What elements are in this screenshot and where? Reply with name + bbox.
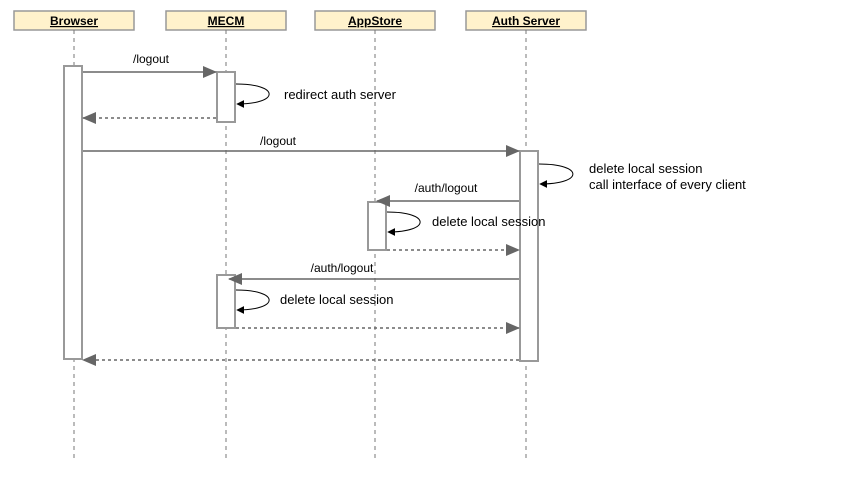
note-redirect-auth-server: redirect auth server bbox=[284, 87, 397, 102]
self-arrow-appstore-delete bbox=[386, 211, 421, 236]
message-label-auth-logout-mecm: /auth/logout bbox=[311, 261, 374, 275]
participant-label-auth-server: Auth Server bbox=[492, 14, 560, 28]
self-arrow-mecm-redirect bbox=[235, 83, 270, 108]
self-arrow-mecm-delete bbox=[235, 289, 270, 314]
participant-label-appstore: AppStore bbox=[348, 14, 402, 28]
participant-appstore: AppStore bbox=[314, 10, 436, 31]
self-arrow-auth-delete bbox=[538, 163, 574, 188]
activation-appstore bbox=[367, 201, 387, 251]
activation-mecm-1 bbox=[216, 71, 236, 123]
note-mecm-delete-local-session: delete local session bbox=[280, 292, 393, 307]
participant-auth-server: Auth Server bbox=[465, 10, 587, 31]
message-label-logout-1: /logout bbox=[133, 52, 170, 66]
message-label-auth-logout-appstore: /auth/logout bbox=[415, 181, 478, 195]
participant-label-browser: Browser bbox=[50, 14, 98, 28]
participant-browser: Browser bbox=[13, 10, 135, 31]
note-auth-call-interface: call interface of every client bbox=[589, 177, 746, 192]
note-auth-delete-local-session: delete local session bbox=[589, 161, 702, 176]
participant-label-mecm: MECM bbox=[208, 14, 245, 28]
activation-mecm-2 bbox=[216, 274, 236, 329]
note-appstore-delete-local-session: delete local session bbox=[432, 214, 545, 229]
participant-mecm: MECM bbox=[165, 10, 287, 31]
activation-auth-server bbox=[519, 150, 539, 362]
message-label-logout-2: /logout bbox=[260, 134, 297, 148]
activation-browser bbox=[63, 65, 83, 360]
